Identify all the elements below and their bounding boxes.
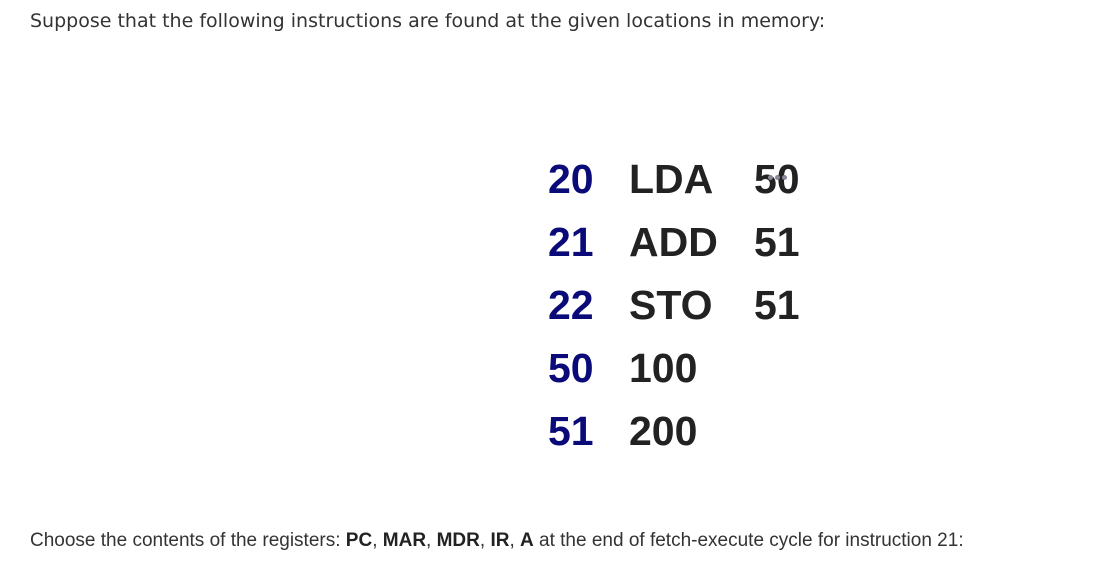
memory-row: 22 STO 51 bbox=[548, 274, 800, 337]
memory-value: 100 bbox=[629, 345, 698, 391]
memory-address: 20 bbox=[548, 156, 594, 202]
memory-row: 20 LDA 50 bbox=[548, 148, 800, 211]
memory-address: 21 bbox=[548, 219, 594, 265]
memory-operand: 51 bbox=[754, 219, 800, 265]
memory-table: 20 LDA 50 21 ADD 51 22 STO 51 50 100 51 … bbox=[548, 148, 800, 463]
more-options-icon[interactable] bbox=[768, 175, 787, 180]
register-separator: , bbox=[479, 530, 491, 551]
memory-operand-cell: 50 bbox=[754, 148, 800, 211]
memory-opcode: LDA bbox=[629, 156, 714, 202]
register-separator: , bbox=[509, 530, 521, 551]
register-name: PC bbox=[345, 530, 373, 551]
memory-row: 50 100 bbox=[548, 337, 800, 400]
register-separator: , bbox=[372, 530, 383, 551]
memory-row: 51 200 bbox=[548, 400, 800, 463]
memory-opcode: ADD bbox=[629, 219, 718, 265]
question-suffix: at the end of fetch-execute cycle for in… bbox=[533, 530, 964, 551]
memory-address: 51 bbox=[548, 408, 594, 454]
register-separator: , bbox=[426, 530, 437, 551]
register-name: A bbox=[520, 530, 534, 551]
register-name: MAR bbox=[382, 530, 427, 551]
register-name: MDR bbox=[436, 530, 480, 551]
memory-operand: 51 bbox=[754, 282, 800, 328]
intro-text: Suppose that the following instructions … bbox=[30, 10, 826, 32]
question-text: Choose the contents of the registers: PC… bbox=[30, 530, 964, 552]
memory-row: 21 ADD 51 bbox=[548, 211, 800, 274]
memory-value: 200 bbox=[629, 408, 698, 454]
question-prefix: Choose the contents of the registers: bbox=[30, 530, 346, 551]
register-name: IR bbox=[490, 530, 510, 551]
memory-address: 22 bbox=[548, 282, 594, 328]
memory-address: 50 bbox=[548, 345, 594, 391]
memory-opcode: STO bbox=[629, 282, 713, 328]
